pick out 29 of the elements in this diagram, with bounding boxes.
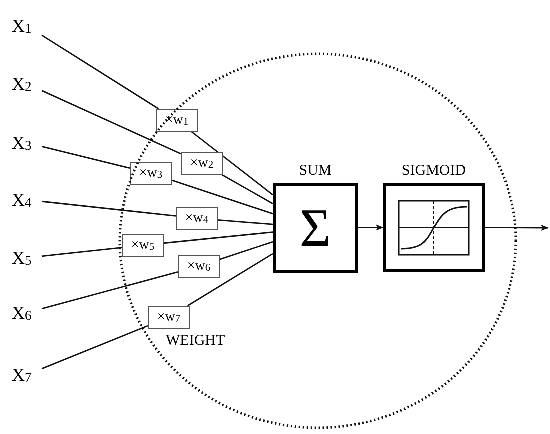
connector-line [164,232,274,244]
connector-line [218,219,274,226]
block-heading: SUM [299,162,332,181]
input-label: X$_{2}$ [12,73,33,96]
connector-line [42,200,176,217]
connector-line [42,272,178,310]
connector-line [42,146,130,170]
connector-line [42,247,122,258]
connector-line [222,174,274,204]
connector-line [187,253,274,307]
connector-line [42,90,182,155]
weight-box: ×w$_{4}$ [176,207,218,230]
input-label: X$_{6}$ [12,302,33,325]
connector-line [42,34,160,110]
sigma-symbol: Σ [300,201,332,255]
input-label: X$_{5}$ [12,247,33,270]
input-label: X$_{4}$ [12,189,33,212]
input-label: X$_{1}$ [12,15,33,38]
arrow [485,224,549,232]
group-label: WEIGHT [166,334,226,349]
input-label: X$_{7}$ [12,364,33,387]
input-label: X$_{3}$ [12,132,33,155]
connector-line [172,180,274,215]
weight-box: ×w$_{6}$ [178,255,220,278]
connector-line [220,241,274,260]
arrow [358,224,384,231]
block-heading: SIGMOID [402,162,466,181]
connector-line [191,131,274,196]
weight-box: ×w$_{2}$ [181,152,223,175]
